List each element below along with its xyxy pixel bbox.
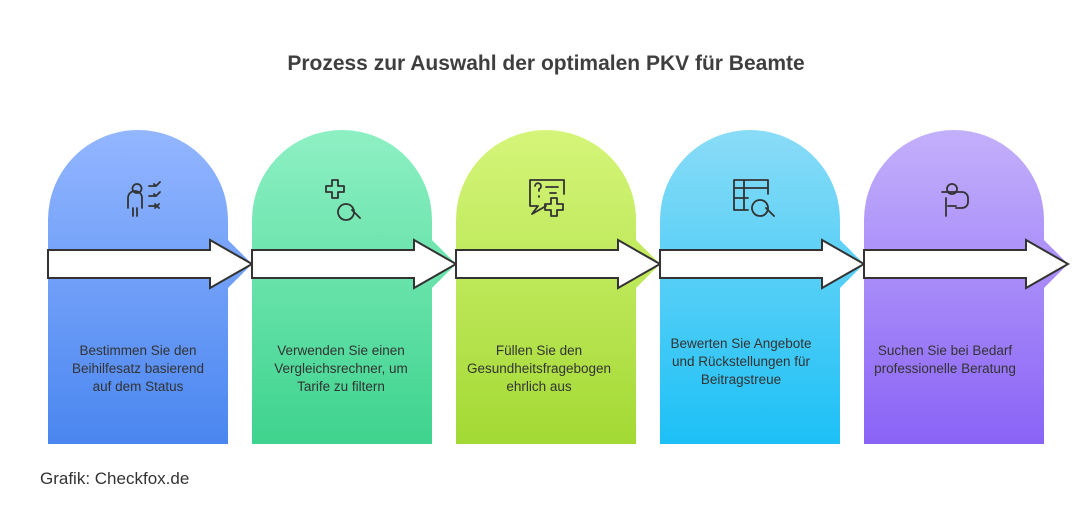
step-card-4 <box>659 130 867 444</box>
diagram-title: Prozess zur Auswahl der optimalen PKV fü… <box>287 52 805 75</box>
step-card-shape <box>48 130 252 444</box>
question-form-plus-icon <box>529 179 565 217</box>
step-4-text: Bewerten Sie Angebote und Rückstellungen… <box>670 336 812 387</box>
step-1-text: Bestimmen Sie den Beihilfesatz basierend… <box>71 343 205 394</box>
step-card-1 <box>47 130 255 444</box>
table-search-icon <box>733 179 775 217</box>
step-card-shape <box>864 130 1068 444</box>
arrow-icon <box>47 238 255 290</box>
arrow-icon <box>455 238 663 290</box>
step-card-5 <box>863 130 1071 444</box>
step-card-shape <box>660 130 864 444</box>
step-card-3 <box>455 130 663 444</box>
arrow-icon <box>659 238 867 290</box>
step-3-text: Füllen Sie den Gesundheitsfragebogen ehr… <box>466 343 612 394</box>
step-5-text: Suchen Sie bei Bedarf professionelle Ber… <box>874 343 1016 376</box>
step-card-shape <box>252 130 456 444</box>
person-checklist-icon <box>127 181 161 217</box>
step-2-text: Verwenden Sie einen Vergleichsrechner, u… <box>274 343 408 394</box>
arrow-icon <box>863 238 1071 290</box>
step-card-shape <box>456 130 660 444</box>
step-card-2 <box>251 130 459 444</box>
plus-search-icon <box>325 179 361 221</box>
arrow-icon <box>251 238 459 290</box>
source-credit: Grafik: Checkfox.de <box>40 469 190 488</box>
person-consult-icon <box>941 183 969 217</box>
